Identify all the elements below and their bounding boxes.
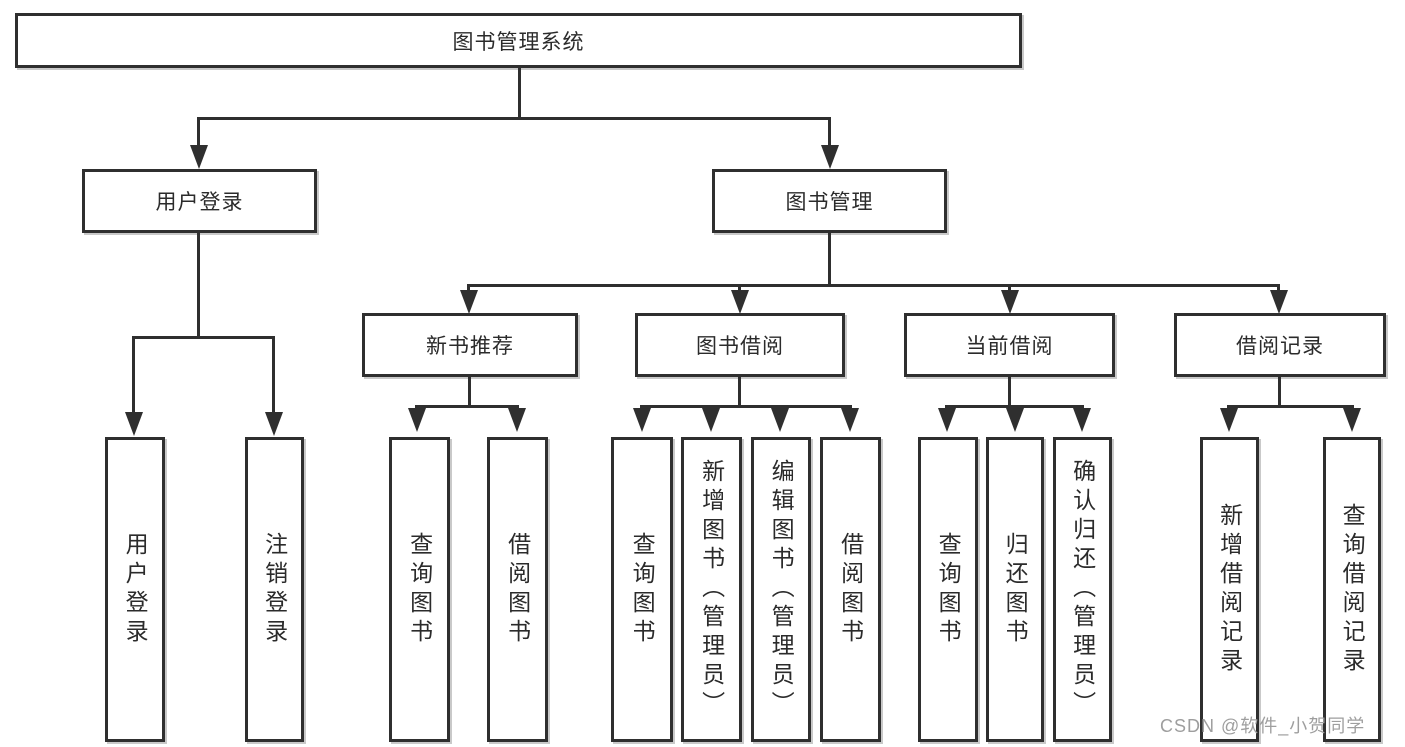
- arrow-down-icon: [938, 408, 956, 432]
- arrow-down-icon: [265, 412, 283, 436]
- node-root-label: 图书管理系统: [452, 30, 585, 54]
- connector-line: [132, 336, 275, 339]
- leaf-confirm-return-admin: 确认归还（管理员）: [1053, 437, 1112, 742]
- connector-line: [640, 405, 852, 408]
- connector-line: [1008, 377, 1011, 408]
- arrow-down-icon: [1343, 408, 1361, 432]
- leaf-return-books: 归还图书: [986, 437, 1044, 742]
- node-user-login-label: 用户登录: [155, 191, 244, 214]
- leaf-add-books-admin: 新增图书（管理员）: [681, 437, 742, 742]
- arrow-down-icon: [460, 290, 478, 314]
- node-user-login: 用户登录: [82, 169, 317, 233]
- leaf-user-login: 用户登录: [105, 437, 165, 742]
- arrow-down-icon: [125, 412, 143, 436]
- node-new-book-recommendation: 新书推荐: [362, 313, 578, 377]
- leaf-search-books: 查询图书: [611, 437, 673, 742]
- connector-line: [738, 284, 741, 294]
- arrow-down-icon: [1270, 290, 1288, 314]
- csdn-watermark: CSDN @软件_小贺同学: [1160, 716, 1366, 736]
- node-book-management-label: 图书管理: [785, 191, 874, 214]
- arrow-down-icon: [1220, 408, 1238, 432]
- node-book-management: 图书管理: [712, 169, 947, 233]
- arrow-down-icon: [508, 408, 526, 432]
- leaf-search-books: 查询图书: [918, 437, 978, 742]
- connector-line: [1008, 284, 1011, 294]
- leaf-edit-books-admin: 编辑图书（管理员）: [751, 437, 811, 742]
- connector-line: [467, 284, 1280, 287]
- leaf-logout: 注销登录: [245, 437, 304, 742]
- connector-line: [828, 233, 831, 287]
- node-book-borrowing-label: 图书借阅: [696, 335, 784, 358]
- connector-line: [828, 117, 831, 149]
- connector-line: [467, 284, 470, 294]
- connector-line: [738, 377, 741, 408]
- leaf-borrow-books: 借阅图书: [820, 437, 881, 742]
- node-current-borrowing: 当前借阅: [904, 313, 1115, 377]
- arrow-down-icon: [841, 408, 859, 432]
- arrow-down-icon: [821, 145, 839, 169]
- connector-line: [197, 117, 831, 120]
- arrow-down-icon: [771, 408, 789, 432]
- node-book-borrowing: 图书借阅: [635, 313, 845, 377]
- arrow-down-icon: [1006, 408, 1024, 432]
- connector-line: [1278, 377, 1281, 408]
- arrow-down-icon: [190, 145, 208, 169]
- connector-line: [1277, 284, 1280, 294]
- connector-line: [518, 68, 521, 120]
- connector-line: [197, 117, 200, 149]
- connector-line: [468, 377, 471, 408]
- connector-line: [1227, 405, 1354, 408]
- arrow-down-icon: [702, 408, 720, 432]
- node-root: 图书管理系统: [15, 13, 1022, 68]
- connector-line: [945, 405, 1084, 408]
- node-borrowing-records-label: 借阅记录: [1236, 335, 1324, 358]
- connector-line: [132, 336, 135, 416]
- arrow-down-icon: [633, 408, 651, 432]
- arrow-down-icon: [1001, 290, 1019, 314]
- leaf-search-books: 查询图书: [389, 437, 450, 742]
- node-borrowing-records: 借阅记录: [1174, 313, 1386, 377]
- arrow-down-icon: [731, 290, 749, 314]
- leaf-borrow-books: 借阅图书: [487, 437, 548, 742]
- leaf-add-borrow-record: 新增借阅记录: [1200, 437, 1259, 742]
- connector-line: [197, 233, 200, 339]
- node-new-book-recommendation-label: 新书推荐: [426, 335, 514, 358]
- arrow-down-icon: [1073, 408, 1091, 432]
- leaf-search-borrow-record: 查询借阅记录: [1323, 437, 1381, 742]
- node-current-borrowing-label: 当前借阅: [965, 335, 1054, 358]
- connector-line: [272, 336, 275, 416]
- connector-line: [415, 405, 519, 408]
- arrow-down-icon: [408, 408, 426, 432]
